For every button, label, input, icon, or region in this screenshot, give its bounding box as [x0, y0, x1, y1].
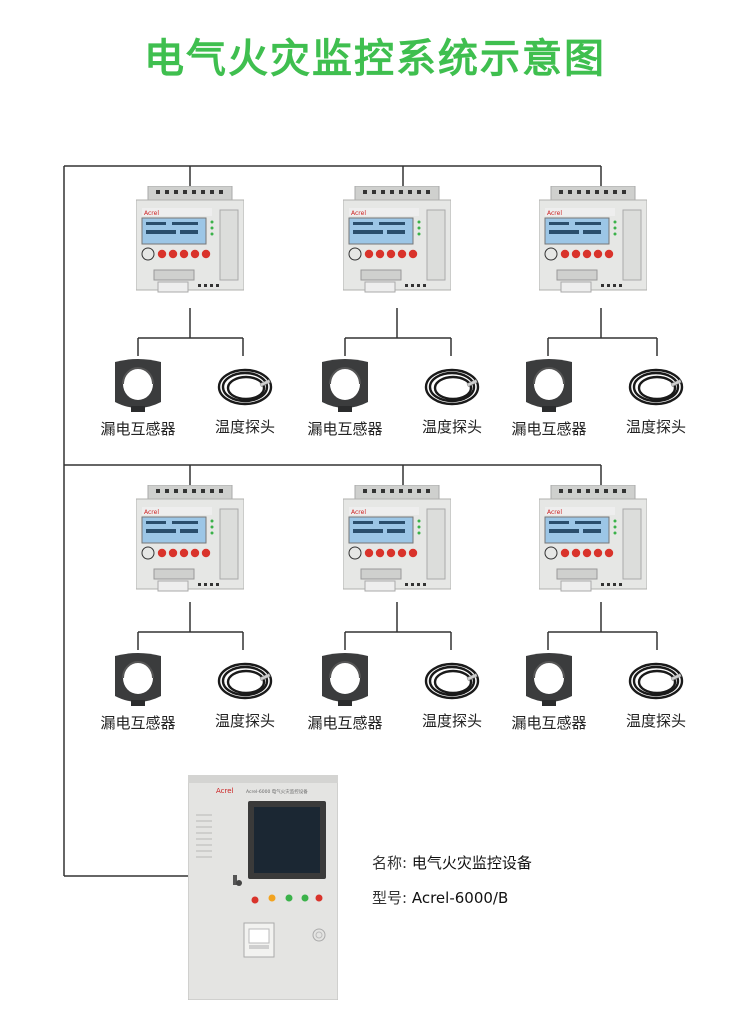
cabinet-button-red — [251, 896, 259, 904]
svg-text:Acrel: Acrel — [547, 509, 562, 516]
ct-label: 漏电互感器 — [100, 420, 176, 438]
ct-label: 漏电互感器 — [307, 714, 383, 732]
probe-label: 温度探头 — [625, 712, 686, 730]
cabinet-button-orange — [268, 894, 276, 902]
temperature-probe-icon — [421, 362, 483, 416]
probe-label: 温度探头 — [214, 712, 275, 730]
device-model-line: 型号: Acrel-6000/B — [372, 887, 508, 908]
probe-label: 温度探头 — [421, 712, 482, 730]
monitor-module-icon: Acrel — [538, 185, 648, 296]
diagram-title: 电气火灾监控系统示意图 — [144, 36, 606, 82]
ct-label: 漏电互感器 — [100, 714, 176, 732]
cabinet-lock-icon — [236, 880, 242, 886]
cabinet-button-green — [285, 894, 293, 902]
monitor-module-icon: Acrel — [135, 185, 245, 296]
leakage-ct-icon — [107, 652, 169, 712]
temperature-probe-icon — [625, 656, 687, 710]
cabinet-button-green-2 — [301, 894, 309, 902]
probe-label: 温度探头 — [421, 418, 482, 436]
device-model-value: Acrel-6000/B — [411, 889, 509, 907]
leakage-ct-icon — [314, 358, 376, 418]
ct-label: 漏电互感器 — [511, 714, 587, 732]
device-model-key: 型号: — [372, 889, 408, 907]
device-name-key: 名称: — [372, 854, 408, 872]
monitor-module-icon: Acrel — [342, 185, 452, 296]
device-name-value: 电气火灾监控设备 — [411, 854, 532, 872]
ct-label: 漏电互感器 — [511, 420, 587, 438]
cabinet-speaker-icon — [312, 928, 326, 942]
svg-text:Acrel: Acrel — [547, 210, 562, 217]
cabinet-name-plate: Acrel-6000 电气火灾监控设备 — [246, 788, 308, 795]
temperature-probe-icon — [214, 362, 276, 416]
ct-label: 漏电互感器 — [307, 420, 383, 438]
leakage-ct-icon — [518, 652, 580, 712]
monitor-module-icon: Acrel — [538, 484, 648, 595]
monitor-module-icon: Acrel — [342, 484, 452, 595]
leakage-ct-icon — [314, 652, 376, 712]
temperature-probe-icon — [214, 656, 276, 710]
probe-label: 温度探头 — [214, 418, 275, 436]
probe-label: 温度探头 — [625, 418, 686, 436]
cabinet-brand: Acrel — [216, 787, 234, 795]
svg-text:Acrel: Acrel — [144, 509, 159, 516]
svg-text:Acrel: Acrel — [144, 210, 159, 217]
svg-text:Acrel: Acrel — [351, 210, 366, 217]
cabinet-button-red-2 — [315, 894, 323, 902]
svg-text:Acrel: Acrel — [351, 509, 366, 516]
monitoring-cabinet: Acrel Acrel-6000 电气火灾监控设备 — [188, 775, 338, 1000]
temperature-probe-icon — [625, 362, 687, 416]
leakage-ct-icon — [518, 358, 580, 418]
monitor-module-icon: Acrel — [135, 484, 245, 595]
device-name-line: 名称: 电气火灾监控设备 — [372, 852, 532, 873]
leakage-ct-icon — [107, 358, 169, 418]
temperature-probe-icon — [421, 656, 483, 710]
